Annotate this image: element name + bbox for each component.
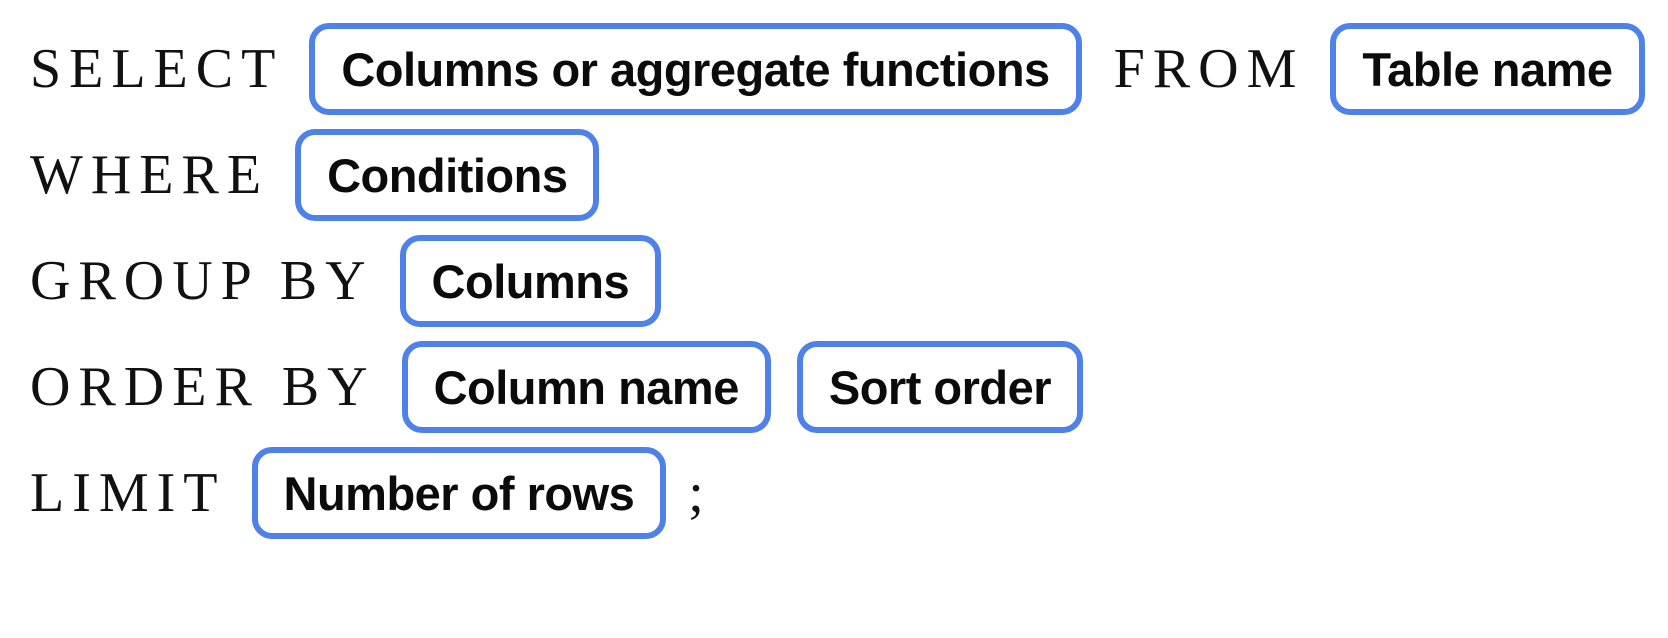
placeholder-label-columns-or-aggregate-functions: Columns or aggregate functions xyxy=(341,42,1050,96)
placeholder-label-number-of-rows: Number of rows xyxy=(283,466,635,520)
sql-clause-row-limit: LIMIT Number of rows ; xyxy=(0,440,1668,546)
sql-keyword-order-by: ORDER BY xyxy=(30,356,376,418)
sql-keyword-limit: LIMIT xyxy=(30,462,226,524)
placeholder-slot-column-name[interactable]: Column name xyxy=(401,341,771,433)
placeholder-slot-columns-or-aggregate-functions[interactable]: Columns or aggregate functions xyxy=(309,23,1082,115)
placeholder-slot-table-name[interactable]: Table name xyxy=(1330,23,1645,115)
placeholder-label-columns: Columns xyxy=(431,254,630,308)
placeholder-slot-number-of-rows[interactable]: Number of rows xyxy=(251,447,667,539)
placeholder-label-column-name: Column name xyxy=(433,360,740,414)
sql-keyword-from: FROM xyxy=(1113,38,1305,100)
placeholder-slot-conditions[interactable]: Conditions xyxy=(295,129,600,221)
placeholder-label-conditions: Conditions xyxy=(327,148,568,202)
sql-keyword-select: SELECT xyxy=(30,38,284,100)
placeholder-slot-columns[interactable]: Columns xyxy=(399,235,662,327)
sql-statement-terminator: ; xyxy=(688,462,704,524)
sql-syntax-diagram: SELECT Columns or aggregate functions FR… xyxy=(0,16,1668,638)
sql-clause-row-select: SELECT Columns or aggregate functions FR… xyxy=(0,16,1668,122)
sql-keyword-where: WHERE xyxy=(30,144,270,206)
sql-clause-row-group-by: GROUP BY Columns xyxy=(0,228,1668,334)
placeholder-label-table-name: Table name xyxy=(1362,42,1613,96)
placeholder-label-sort-order: Sort order xyxy=(828,360,1052,414)
sql-clause-row-order-by: ORDER BY Column name Sort order xyxy=(0,334,1668,440)
placeholder-slot-sort-order[interactable]: Sort order xyxy=(796,341,1084,433)
sql-keyword-group-by: GROUP BY xyxy=(30,250,374,312)
sql-clause-row-where: WHERE Conditions xyxy=(0,122,1668,228)
